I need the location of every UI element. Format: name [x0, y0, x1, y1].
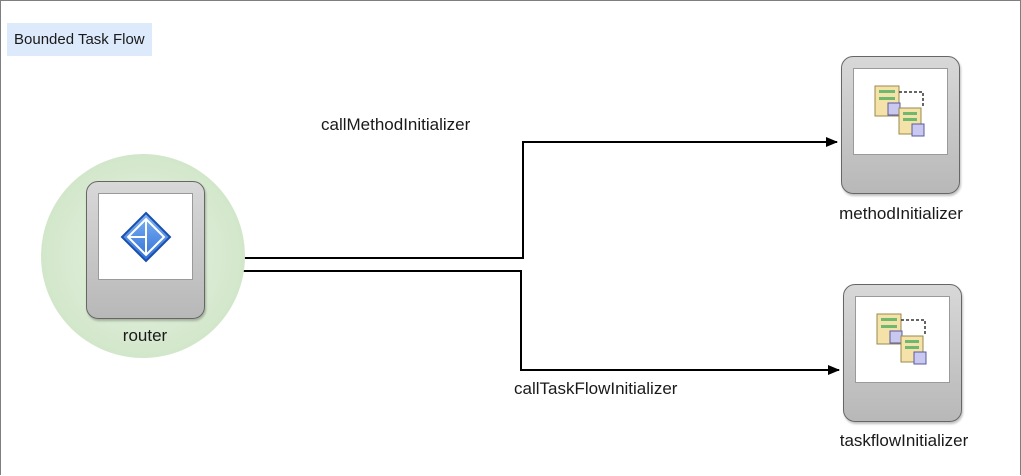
edge-call-method-initializer[interactable] — [206, 137, 838, 259]
task-flow-call-icon — [874, 85, 924, 136]
edge-label-call-taskflow-initializer[interactable]: callTaskFlowInitializer — [514, 379, 678, 398]
node-taskflow-initializer[interactable] — [843, 284, 962, 422]
task-flow-call-icon — [876, 313, 926, 364]
node-method-initializer-icon-area — [853, 68, 948, 155]
router-diamond-icon — [120, 211, 171, 262]
node-label-method-initializer: methodInitializer — [839, 204, 963, 223]
edge-call-taskflow-initializer[interactable] — [206, 270, 840, 375]
node-label-router: router — [122, 326, 168, 345]
edge-label-call-method-initializer[interactable]: callMethodInitializer — [321, 115, 471, 134]
node-taskflow-initializer-icon-area — [855, 296, 950, 383]
node-router-icon-area — [98, 193, 193, 280]
node-label-taskflow-initializer: taskflowInitializer — [839, 431, 969, 450]
node-method-initializer[interactable] — [841, 56, 960, 194]
diagram-title: Bounded Task Flow — [7, 23, 152, 56]
node-router[interactable] — [86, 181, 205, 319]
